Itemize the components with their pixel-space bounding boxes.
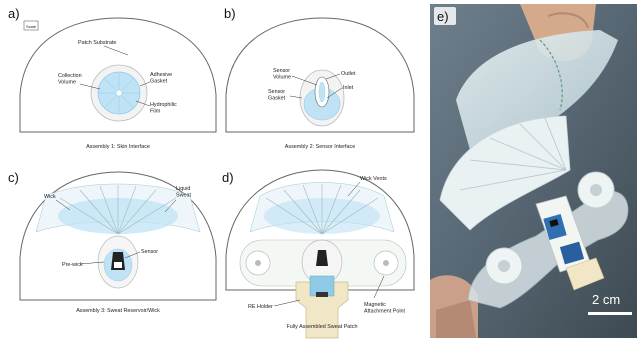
panel-e-label: e) <box>437 9 449 24</box>
sensor-window-c <box>114 262 122 268</box>
scale-box-label: Scale <box>26 24 37 29</box>
panel-c-label: c) <box>8 170 19 185</box>
label-pre-wick: Pre-wick <box>62 262 83 268</box>
caption-b: Assembly 2: Sensor Interface <box>285 144 355 150</box>
magnet-ring-bottom-core <box>498 260 510 272</box>
label-re-holder: RE Holder <box>248 304 273 310</box>
center-port-a <box>116 90 122 96</box>
panel-b-label: b) <box>224 6 236 21</box>
magnet-right-core <box>383 260 389 266</box>
magnet-ring-top-core <box>590 184 602 196</box>
caption-c: Assembly 3: Sweat Reservoir/Wick <box>76 308 160 314</box>
caption-a: Assembly 1: Skin Interface <box>86 144 150 150</box>
label-wick-vents: Wick Vents <box>360 176 387 182</box>
caption-d: Fully Assembled Sweat Patch <box>286 324 357 330</box>
scale-bar <box>588 312 632 315</box>
label-sensor: Sensor <box>141 249 158 255</box>
label-wick: Wick <box>44 194 56 200</box>
sensor-d <box>316 250 328 266</box>
sensor-channel-b <box>319 82 325 102</box>
scale-bar-text: 2 cm <box>592 292 620 307</box>
panel-d-label: d) <box>222 170 234 185</box>
magnet-left-core <box>255 260 261 266</box>
label-outlet: Outlet <box>341 71 356 77</box>
panel-a-label: a) <box>8 6 20 21</box>
label-inlet: Inlet <box>343 85 354 91</box>
panel-e-photo: e) 2 cm <box>430 4 637 338</box>
label-patch-substrate: Patch Substrate <box>78 40 116 46</box>
re-holder-clip <box>316 292 328 297</box>
